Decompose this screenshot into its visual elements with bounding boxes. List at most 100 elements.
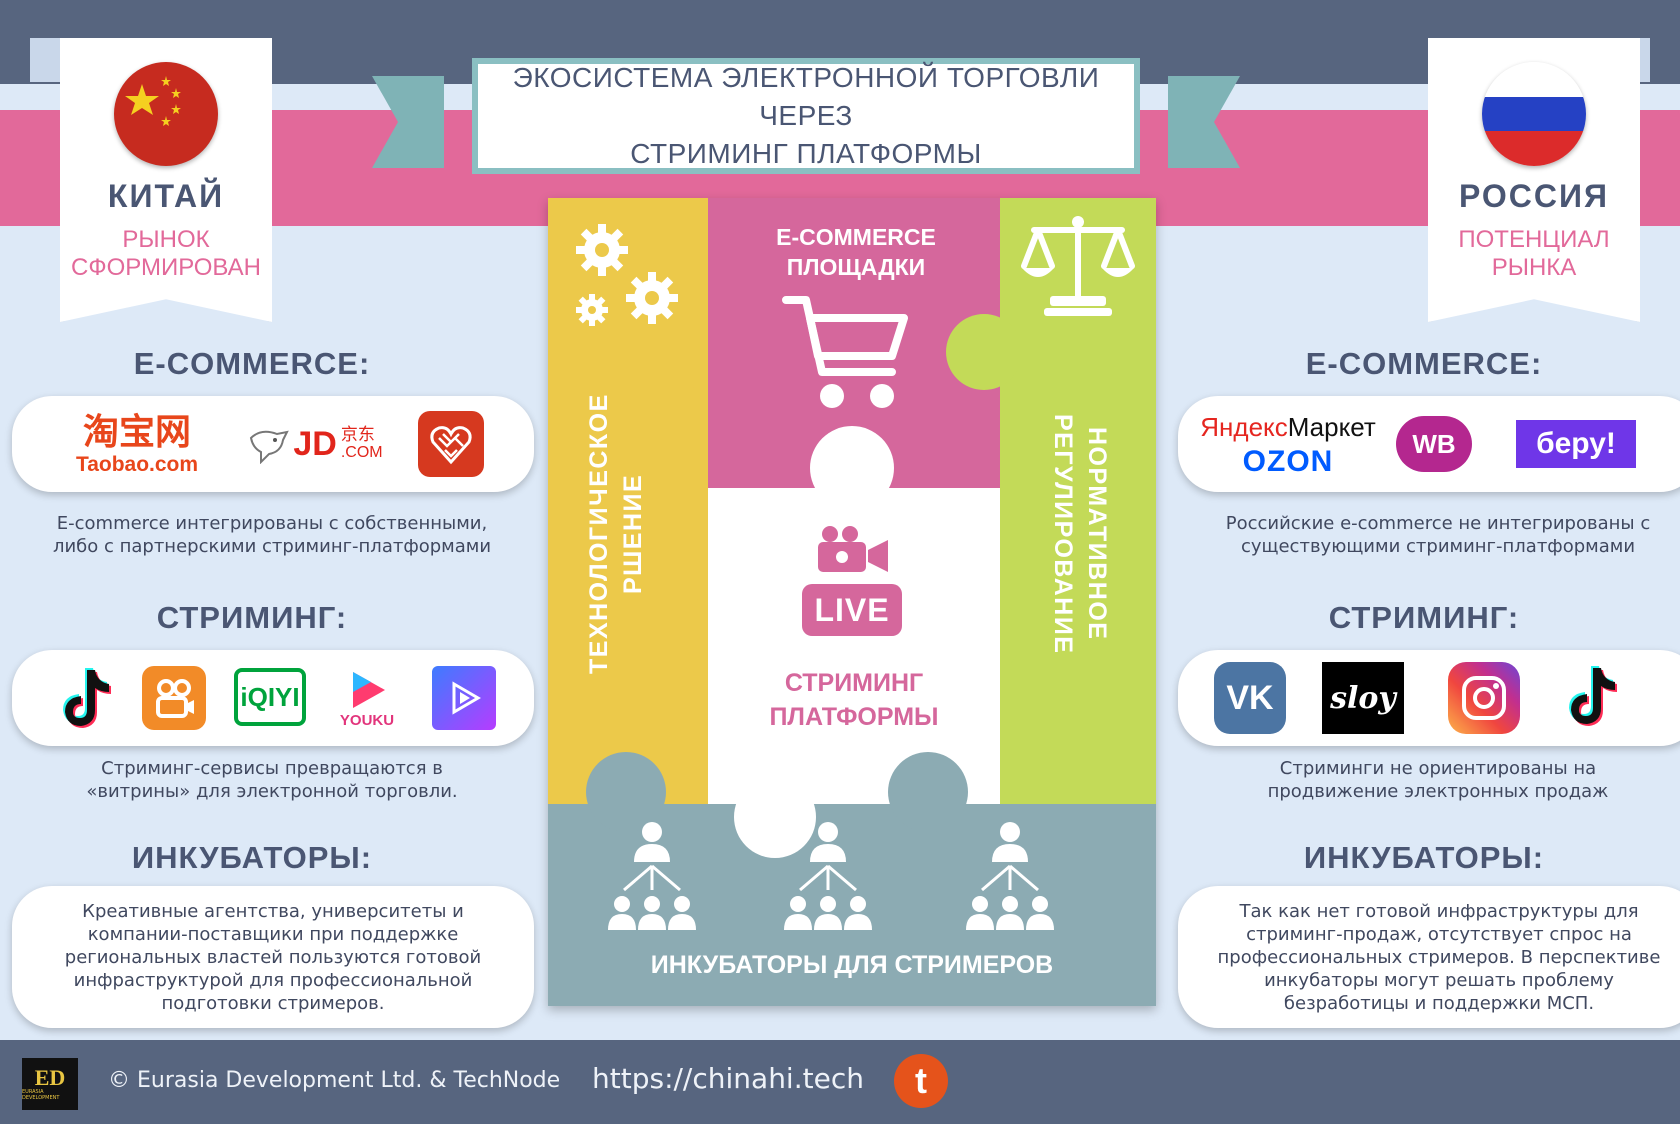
youku-text: YOUKU <box>339 711 395 729</box>
streaming-knob <box>810 426 894 510</box>
china-ecommerce-desc: E-commerce интегрированы с собственными,… <box>12 512 532 558</box>
russia-status: ПОТЕНЦИАЛ РЫНКА <box>1428 226 1640 282</box>
yandex-market-ozon-logos: ЯндексМаркет OZON <box>1200 402 1376 486</box>
puzzle-piece-streaming <box>708 488 1000 808</box>
incubators-label: ИНКУБАТОРЫ ДЛЯ СТРИМЕРОВ <box>650 951 1054 979</box>
regulation-label-line-1: НОРМАТИВНОЕ <box>1083 427 1111 641</box>
streaming-knob-bottom <box>734 776 816 858</box>
russia-ecommerce-desc-line-2: существующими стриминг-платформами <box>1240 536 1636 557</box>
shopping-cart-icon <box>782 296 908 408</box>
technode-t: t <box>915 1060 927 1101</box>
regulation-label-line-2: РЕГУЛИРОВАНИЕ <box>1049 413 1077 655</box>
regulation-knob-1 <box>946 314 1022 390</box>
china-streaming-desc: Стриминг-сервисы превращаются в «витрины… <box>12 757 532 803</box>
china-ecommerce-desc-line-2: либо с партнерскими стриминг-платформами <box>52 536 492 557</box>
kuaishou-icon <box>142 666 206 730</box>
footer-copyright: © Eurasia Development Ltd. & TechNode <box>108 1068 561 1093</box>
title-ribbon: ЭКОСИСТЕМА ЭЛЕКТРОННОЙ ТОРГОВЛИ ЧЕРЕЗ СТ… <box>372 58 1240 178</box>
live-text: LIVE <box>814 591 890 628</box>
tech-label-line-2: РШЕНИЕ <box>619 473 647 595</box>
streaming-label-line-2: ПЛАТФОРМЫ <box>769 703 939 731</box>
taobao-cn: 淘宝网 <box>82 412 191 453</box>
ecosystem-puzzle: ТЕХНОЛОГИЧЕСКОЕ РШЕНИЕ E-COMMERCE ПЛОЩАД… <box>548 198 1156 1006</box>
russia-banner: РОССИЯ ПОТЕНЦИАЛ РЫНКА <box>1428 38 1640 322</box>
jd-text: JD <box>293 424 337 463</box>
beru-logo: беру! <box>1516 420 1636 468</box>
china-banner-tab <box>30 38 60 82</box>
russia-streaming-heading: СТРИМИНГ: <box>1328 600 1520 635</box>
russia-streaming-desc-line-2: продвижение электронных продаж <box>1267 781 1609 802</box>
china-streaming-heading: СТРИМИНГ: <box>156 600 348 635</box>
scales-icon <box>1021 216 1135 316</box>
bilibili-play-icon <box>432 666 496 730</box>
incubators-knob-2 <box>888 752 968 832</box>
russia-incubators-heading: ИНКУБАТОРЫ: <box>1303 840 1545 875</box>
streaming-label: СТРИМИНГ ПЛАТФОРМЫ <box>708 666 1000 734</box>
regulation-label: НОРМАТИВНОЕ РЕГУЛИРОВАНИЕ <box>1046 404 1114 664</box>
china-flag-icon <box>114 62 218 166</box>
tiktok-icon <box>54 666 120 732</box>
people-network-icon <box>608 822 1054 930</box>
footer: ED EURASIA DEVELOPMENT © Eurasia Develop… <box>0 1040 1680 1124</box>
youku-play-icon <box>353 671 385 708</box>
incubators-knob-1 <box>586 752 666 832</box>
wildberries-logo: WB <box>1396 416 1472 472</box>
title-line-1: ЭКОСИСТЕМА ЭЛЕКТРОННОЙ ТОРГОВЛИ ЧЕРЕЗ <box>512 62 1100 131</box>
ozon-text: OZON <box>1242 445 1334 478</box>
russia-status-line-2: РЫНКА <box>1491 254 1577 281</box>
china-status: РЫНОК СФОРМИРОВАН <box>60 226 272 282</box>
china-ecommerce-logos: 淘宝网 Taobao.com JD 京东 .COM <box>12 396 534 492</box>
china-status-line-1: РЫНОК <box>122 226 210 253</box>
taobao-en: Taobao.com <box>75 453 199 476</box>
china-streaming-logos: iQIYI YOUKU <box>12 650 534 746</box>
russia-status-line-1: ПОТЕНЦИАЛ <box>1458 226 1610 253</box>
ribbon-tail-right <box>1168 76 1240 168</box>
beru-text: беру! <box>1536 427 1616 460</box>
russia-streaming-logos: VK sloy <box>1178 650 1680 746</box>
jd-dog-icon <box>250 430 290 464</box>
china-streaming-desc-line-1: Стриминг-сервисы превращаются в <box>101 758 443 779</box>
market-text: Маркет <box>1287 412 1376 442</box>
china-ecommerce-heading: E-COMMERCE: <box>133 346 371 381</box>
ecommerce-label-line-2: ПЛОЩАДКИ <box>786 254 926 280</box>
ecommerce-label: E-COMMERCE ПЛОЩАДКИ <box>708 222 1004 282</box>
china-streaming-desc-line-2: «витрины» для электронной торговли. <box>86 781 458 802</box>
sloy-logo: sloy <box>1322 662 1404 734</box>
tiktok-icon <box>1560 664 1626 730</box>
tech-label-line-1: ТЕХНОЛОГИЧЕСКОЕ <box>585 393 613 675</box>
gears-icon <box>576 224 678 326</box>
russia-ecommerce-desc-line-1: Российские e-commerce не интегрированы с <box>1225 513 1651 534</box>
iqiyi-logo: iQIYI <box>234 668 306 726</box>
russia-ecommerce-desc: Российские e-commerce не интегрированы с… <box>1178 512 1680 558</box>
jd-com: .COM <box>340 444 383 461</box>
page-title: ЭКОСИСТЕМА ЭЛЕКТРОННОЙ ТОРГОВЛИ ЧЕРЕЗ СТ… <box>472 58 1140 174</box>
instagram-icon <box>1448 662 1520 734</box>
footer-url[interactable]: https://chinahi.tech <box>592 1062 864 1095</box>
russia-name: РОССИЯ <box>1458 178 1610 214</box>
live-badge: LIVE <box>802 584 902 636</box>
ecommerce-label-line-1: E-COMMERCE <box>776 224 936 250</box>
vk-logo: VK <box>1214 662 1286 734</box>
youku-logo: YOUKU <box>332 660 402 736</box>
russia-flag-icon <box>1482 62 1586 166</box>
taobao-logo: 淘宝网 Taobao.com <box>52 410 222 480</box>
jd-cn: 京东 <box>340 425 375 445</box>
technode-logo: t <box>894 1054 948 1108</box>
russia-streaming-desc-line-1: Стриминги не ориентированы на <box>1279 758 1597 779</box>
eurasia-development-logo: ED EURASIA DEVELOPMENT <box>22 1058 78 1110</box>
russia-incubators-card: Так как нет готовой инфраструктуры для с… <box>1178 886 1680 1028</box>
ed-logo-text: ED <box>34 1065 66 1090</box>
yandex-text: Яндекс <box>1200 412 1288 442</box>
ribbon-tail-left <box>372 76 444 168</box>
russia-ecommerce-logos: ЯндексМаркет OZON WB беру! <box>1178 396 1680 492</box>
china-name: КИТАЙ <box>107 178 225 214</box>
iqiyi-text: iQIYI <box>240 681 300 712</box>
tech-label: ТЕХНОЛОГИЧЕСКОЕ РШЕНИЕ <box>582 384 650 684</box>
china-banner: КИТАЙ РЫНОК СФОРМИРОВАН <box>60 38 272 322</box>
russia-ecommerce-heading: E-COMMERCE: <box>1305 346 1543 381</box>
video-camera-icon <box>818 526 888 572</box>
sloy-text: sloy <box>1330 680 1396 716</box>
pinduoduo-icon <box>418 411 484 477</box>
jd-logo: JD 京东 .COM <box>240 416 390 472</box>
wb-text: WB <box>1412 428 1456 459</box>
